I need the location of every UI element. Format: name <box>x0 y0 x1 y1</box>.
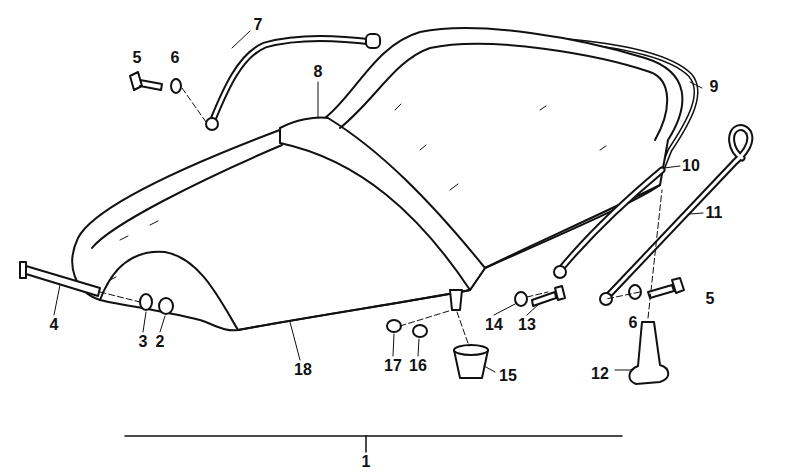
callout-number: 6 <box>170 50 181 66</box>
callout-number: 17 <box>383 358 403 374</box>
leader-line <box>54 31 703 372</box>
callout-number: 11 <box>705 205 724 221</box>
screw <box>532 286 565 306</box>
callout-number: 6 <box>628 315 639 331</box>
rubber-buffer <box>629 322 668 384</box>
seat-piping <box>100 252 238 330</box>
bolt <box>648 278 684 298</box>
callout-number: 18 <box>293 362 313 378</box>
seat <box>72 28 682 330</box>
leader-line <box>100 88 662 346</box>
seat-shading <box>110 104 606 280</box>
washer <box>140 294 152 310</box>
seat-piping <box>238 290 470 330</box>
callout-number: 3 <box>138 334 149 350</box>
callout-number: 16 <box>408 358 428 374</box>
rail-eye <box>600 293 612 305</box>
callout-number: 9 <box>709 79 720 95</box>
callout-number: 10 <box>681 158 701 174</box>
bolt <box>130 72 162 90</box>
seat-piping <box>92 145 282 248</box>
washer <box>515 292 527 306</box>
callout-number: 5 <box>132 50 143 66</box>
callout-number: 14 <box>484 317 504 333</box>
seat-band <box>280 117 485 290</box>
stud <box>450 290 462 310</box>
nut <box>387 320 401 332</box>
callout-number: 7 <box>253 17 264 33</box>
washer <box>171 79 181 93</box>
callout-number: 12 <box>590 366 610 382</box>
strap <box>606 128 750 298</box>
seat-piping <box>340 44 667 140</box>
callout-number: 4 <box>49 317 60 333</box>
bracket <box>125 435 622 437</box>
strap <box>606 128 750 298</box>
callout-number: 13 <box>517 317 537 333</box>
grab-rail <box>212 38 372 122</box>
bolt <box>20 262 100 296</box>
rubber-buffer <box>454 345 488 355</box>
callout-number: 15 <box>498 368 518 384</box>
bracket <box>365 436 367 452</box>
washer <box>413 325 427 337</box>
callout-number: 2 <box>155 334 166 350</box>
nut <box>159 298 173 314</box>
rail-eye <box>554 266 566 278</box>
rail-end <box>366 34 380 48</box>
callout-number: 8 <box>313 64 324 80</box>
callout-number: 5 <box>705 291 716 307</box>
callout-number: 1 <box>361 454 372 470</box>
grab-rail <box>212 38 372 122</box>
rail-eye <box>206 118 218 130</box>
